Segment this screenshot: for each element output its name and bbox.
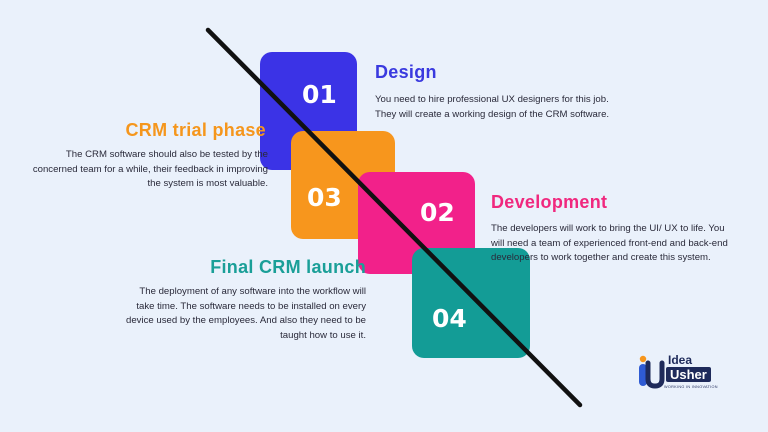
step-03-number: 03 [307, 183, 342, 212]
logo-line-1: Idea [668, 353, 693, 367]
design-description: You need to hire professional UX designe… [375, 94, 610, 120]
step-04-tile: 04 [412, 248, 530, 358]
development-heading: Development [491, 192, 608, 212]
idea-usher-logo: Idea Usher WORKING IN INNOVATION [634, 353, 734, 393]
logo-line-2: Usher [666, 367, 711, 382]
step-04-number: 04 [432, 304, 467, 333]
final-launch-heading: Final CRM launch [210, 257, 366, 277]
crm-trial-description: The CRM software should also be tested b… [32, 149, 268, 189]
logo-tagline: WORKING IN INNOVATION [664, 385, 718, 389]
final-launch-description: The deployment of any software into the … [126, 286, 367, 341]
step-01-number: 01 [302, 80, 337, 109]
step-02-number: 02 [420, 198, 455, 227]
development-description: The developers will work to bring the UI… [491, 223, 728, 263]
design-heading: Design [375, 62, 437, 82]
crm-trial-heading: CRM trial phase [125, 120, 266, 140]
